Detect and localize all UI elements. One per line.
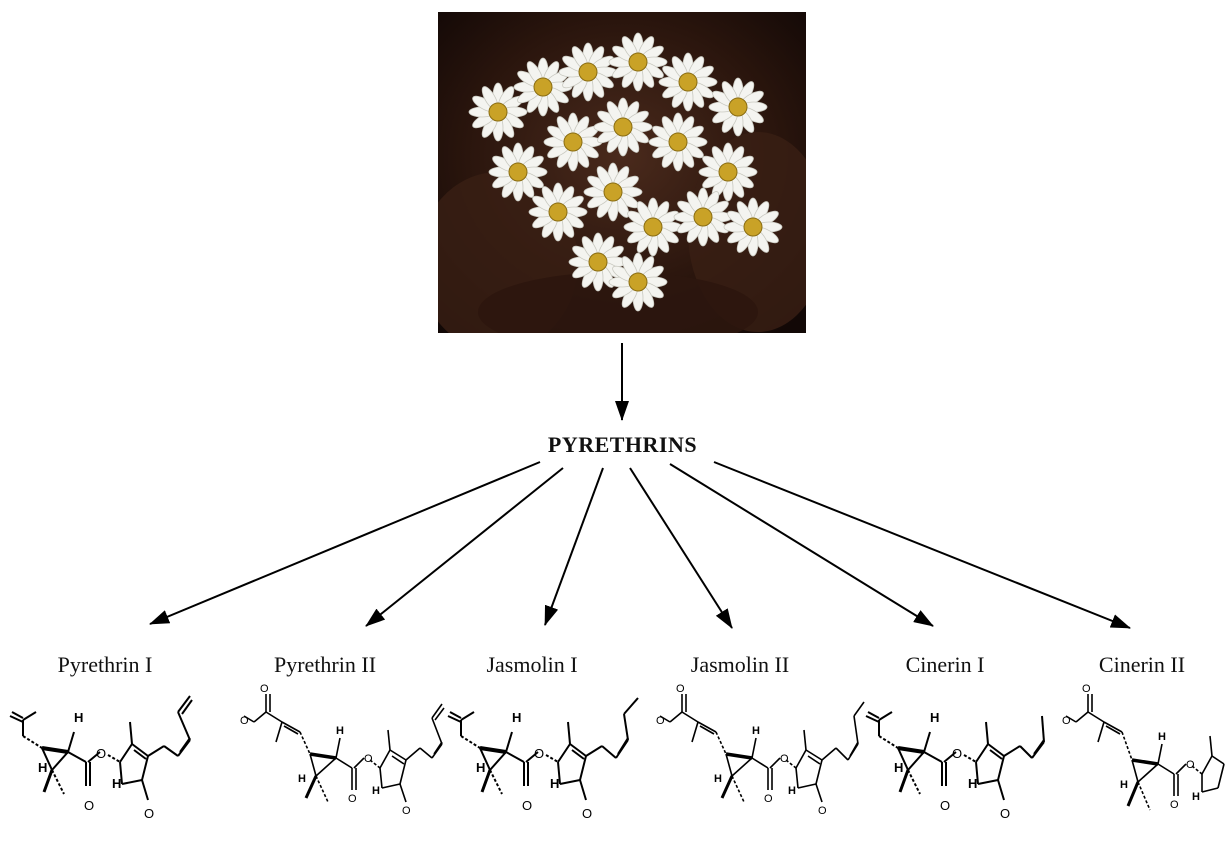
svg-text:H: H [38, 760, 47, 775]
structure-pyrethrin-ii: O O H H O O H O [240, 683, 444, 817]
structure-jasmolin-i: H H O O H O [448, 698, 638, 821]
svg-text:O: O [1082, 683, 1091, 695]
label-jasmolin-i: Jasmolin I [442, 652, 622, 678]
svg-text:O: O [780, 753, 789, 765]
svg-text:O: O [1186, 759, 1195, 771]
svg-text:H: H [752, 725, 760, 737]
svg-text:O: O [1062, 715, 1071, 727]
arrow-cinerin-i [670, 464, 933, 626]
label-pyrethrin-ii: Pyrethrin II [235, 652, 415, 678]
svg-text:O: O [1000, 806, 1010, 821]
svg-text:H: H [894, 760, 903, 775]
arrow-jasmolin-i [545, 468, 603, 625]
label-cinerin-i: Cinerin I [855, 652, 1035, 678]
svg-text:H: H [112, 776, 121, 791]
svg-text:H: H [550, 776, 559, 791]
svg-text:O: O [364, 753, 373, 765]
svg-text:O: O [402, 805, 411, 817]
svg-text:H: H [298, 773, 306, 785]
structure-jasmolin-ii: O O H H O O H O [656, 683, 864, 817]
svg-text:O: O [952, 746, 962, 761]
structure-cinerin-ii: O O H H O O H [1062, 683, 1224, 811]
diagram-title: PYRETHRINS [0, 432, 1225, 458]
svg-text:O: O [260, 683, 269, 695]
label-cinerin-ii: Cinerin II [1052, 652, 1225, 678]
svg-text:H: H [1192, 791, 1200, 803]
label-jasmolin-ii: Jasmolin II [650, 652, 830, 678]
svg-text:H: H [372, 785, 380, 797]
svg-text:H: H [714, 773, 722, 785]
svg-text:H: H [930, 710, 939, 725]
svg-text:O: O [764, 793, 773, 805]
arrow-pyrethrin-i [150, 462, 540, 624]
svg-text:H: H [336, 725, 344, 737]
svg-text:O: O [96, 746, 106, 761]
arrow-cinerin-ii [714, 462, 1130, 628]
svg-text:O: O [522, 798, 532, 813]
svg-text:O: O [656, 715, 665, 727]
svg-text:O: O [348, 793, 357, 805]
svg-text:H: H [788, 785, 796, 797]
svg-text:O: O [534, 746, 544, 761]
svg-text:H: H [1158, 731, 1166, 743]
svg-text:H: H [476, 760, 485, 775]
svg-text:O: O [1170, 799, 1179, 811]
structure-pyrethrin-i: H H O O H O [10, 696, 192, 821]
svg-text:H: H [74, 710, 83, 725]
svg-text:O: O [84, 798, 94, 813]
svg-text:O: O [818, 805, 827, 817]
svg-text:H: H [1120, 779, 1128, 791]
svg-text:H: H [512, 710, 521, 725]
svg-text:O: O [582, 806, 592, 821]
svg-text:H: H [968, 776, 977, 791]
svg-text:O: O [676, 683, 685, 695]
svg-text:O: O [240, 715, 249, 727]
structure-cinerin-i: H H O O H O [866, 710, 1044, 821]
label-pyrethrin-i: Pyrethrin I [15, 652, 195, 678]
arrow-pyrethrin-ii [366, 468, 563, 626]
svg-text:O: O [144, 806, 154, 821]
svg-text:O: O [940, 798, 950, 813]
